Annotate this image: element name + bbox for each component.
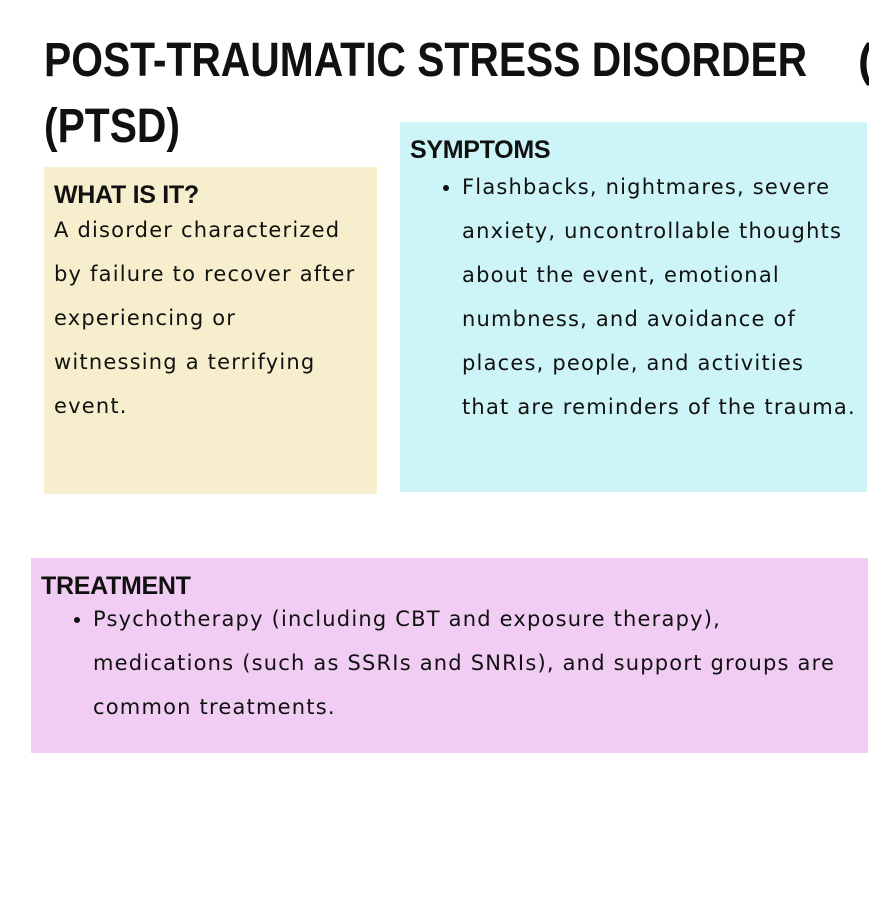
treatment-card: TREATMENT Psychotherapy (including CBT a… [31,558,868,753]
what-is-it-card: WHAT IS IT? A disorder characterized by … [44,167,377,494]
symptoms-heading: SYMPTOMS [410,136,551,164]
treatment-item: Psychotherapy (including CBT and exposur… [93,597,858,729]
symptoms-card: SYMPTOMS Flashbacks, nightmares, severe … [400,122,867,492]
clipped-title-fragment: ( [858,30,869,90]
what-is-it-heading: WHAT IS IT? [54,181,199,209]
symptoms-list: Flashbacks, nightmares, severe anxiety, … [410,165,857,429]
page-title: POST-TRAUMATIC STRESS DISORDER (PTSD) [44,34,808,153]
treatment-list: Psychotherapy (including CBT and exposur… [41,597,858,729]
treatment-heading: TREATMENT [41,572,191,600]
what-is-it-text: A disorder characterized by failure to r… [54,218,356,418]
symptom-item: Flashbacks, nightmares, severe anxiety, … [462,165,857,429]
